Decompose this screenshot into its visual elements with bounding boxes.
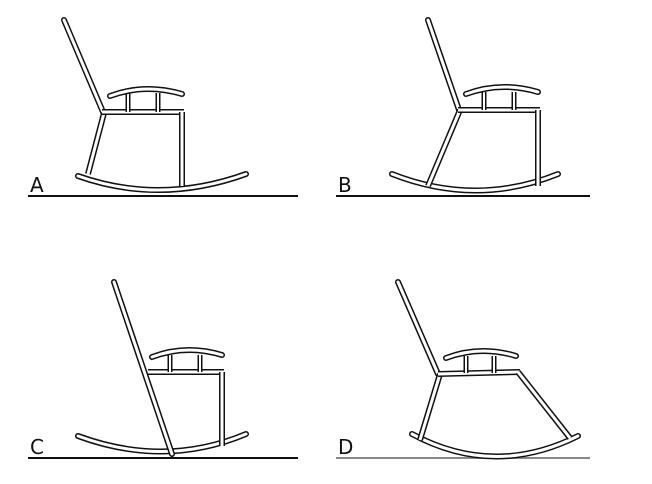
panel-label-a: A [30,173,44,197]
chair-a [61,17,249,193]
panel-label-c: C [30,435,44,459]
panel-c: C [28,279,298,459]
panel-label-b: B [338,173,352,197]
panel-b: B [336,17,590,197]
chair-c [75,279,249,457]
chair-b [389,17,561,194]
panel-d: D [336,279,590,460]
panel-a: A [28,17,298,197]
chair-d [395,279,581,460]
panel-label-d: D [338,435,353,459]
